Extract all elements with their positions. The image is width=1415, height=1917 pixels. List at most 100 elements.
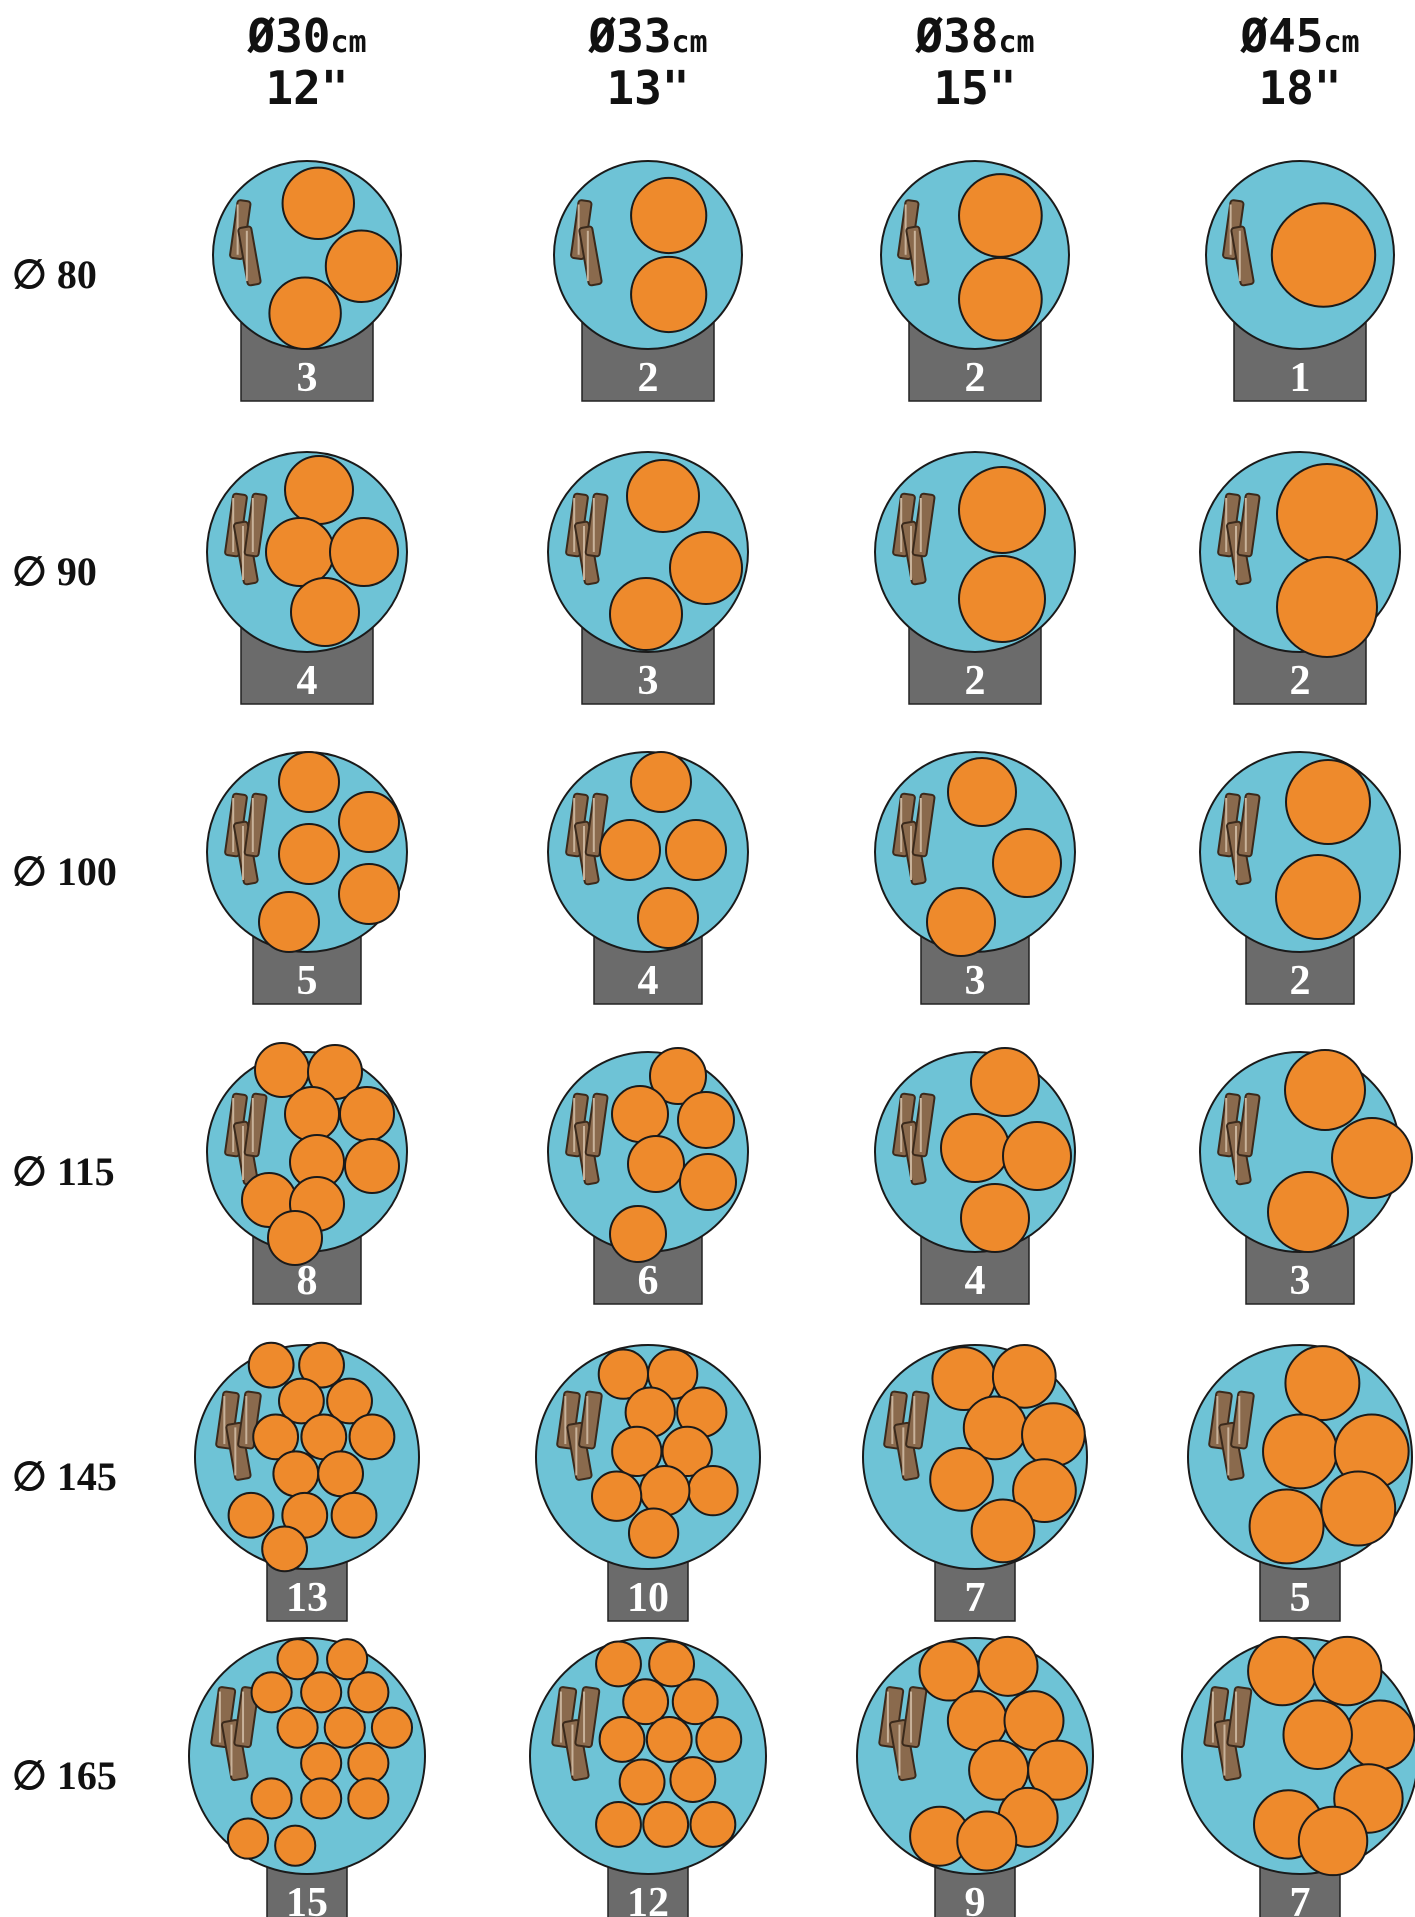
pizza-count-label: 5 [1290,1575,1311,1621]
pizza-mark [285,1087,339,1141]
oven-cell: 4 [875,1048,1075,1304]
row-label-oven-size: ∅ 145 [12,1454,117,1499]
oven-cell: 10 [536,1345,760,1621]
pizza-mark [971,1048,1039,1116]
pizza-mark [631,752,691,812]
pizza-mark [600,820,660,880]
oven-cell: 3 [213,161,401,401]
column-header-metric: Ø30cm [246,9,366,63]
pizza-mark [948,758,1016,826]
pizza-mark [1250,1489,1324,1563]
oven-cell: 13 [195,1343,419,1621]
pizza-mark [596,1642,641,1687]
pizza-mark [228,1819,268,1859]
pizza-mark [1022,1403,1085,1466]
pizza-mark [1248,1637,1316,1705]
pizza-mark [620,1760,665,1805]
pizza-mark [628,1136,684,1192]
pizza-mark [283,168,354,239]
pizza-mark [326,231,397,302]
oven-cell: 4 [207,452,407,704]
pizza-mark [278,1708,318,1748]
oven-cell: 5 [1188,1345,1412,1621]
pizza-mark [930,1448,993,1511]
row-label-oven-size: ∅ 90 [12,549,97,594]
pizza-mark [610,1206,666,1262]
pizza-mark [961,1184,1029,1252]
pizza-mark [1346,1701,1414,1769]
pizza-mark [647,1717,692,1762]
pizza-mark [372,1708,412,1748]
pizza-count-label: 7 [965,1575,986,1621]
oven-cell: 12 [530,1638,766,1917]
pizza-mark [993,829,1061,897]
oven-cell: 9 [857,1637,1093,1917]
pizza-count-label: 4 [638,958,659,1004]
oven-cell: 2 [875,452,1075,704]
column-header-inch: 13" [606,61,689,115]
pizza-mark [229,1493,274,1538]
pizza-mark [339,864,399,924]
column-header-diameter: Ø33 [587,9,671,63]
pizza-mark [1277,557,1377,657]
pizza-mark [268,1211,322,1265]
pizza-mark [592,1472,641,1521]
oven-cell: 2 [554,161,742,401]
column-header-metric: Ø38cm [914,9,1034,63]
pizza-mark [339,792,399,852]
row-label-oven-size: ∅ 165 [12,1753,117,1798]
row-label-oven-size: ∅ 100 [12,849,117,894]
column-header-metric: Ø33cm [587,9,707,63]
pizza-mark [285,456,353,524]
column-header-unit: cm [998,25,1034,60]
oven-cell: 2 [881,161,1069,401]
pizza-mark [959,174,1042,257]
pizza-mark [301,1778,341,1818]
pizza-mark [332,1493,377,1538]
oven-cell: 2 [1200,752,1400,1004]
pizza-mark [1003,1122,1071,1190]
pizza-mark [279,752,339,812]
pizza-count-label: 12 [627,1880,669,1917]
column-header-unit: cm [330,25,366,60]
pizza-mark [649,1642,694,1687]
pizza-count-label: 8 [297,1258,318,1304]
pizza-mark [643,1802,688,1847]
pizza-mark [600,1717,645,1762]
pizza-mark [1313,1637,1381,1705]
oven-cell: 5 [207,752,407,1004]
pizza-mark [318,1451,363,1496]
column-header-diameter: Ø30 [246,9,330,63]
oven-cell: 1 [1206,161,1394,401]
pizza-mark [345,1139,399,1193]
column-header-inch: 15" [933,61,1016,115]
pizza-count-label: 3 [638,658,659,704]
pizza-mark [670,532,742,604]
pizza-mark [690,1802,735,1847]
pizza-mark [269,278,340,349]
pizza-mark [252,1778,292,1818]
column-header-inch: 18" [1258,61,1341,115]
pizza-mark [273,1451,318,1496]
pizza-count-label: 6 [638,1258,659,1304]
pizza-mark [972,1500,1035,1563]
pizza-count-label: 4 [965,1258,986,1304]
oven-cell: 4 [548,752,748,1004]
pizza-count-label: 15 [286,1880,328,1917]
pizza-mark [979,1637,1038,1696]
pizza-mark [348,1743,388,1783]
pizza-mark [249,1343,294,1388]
oven-cell: 7 [863,1345,1087,1621]
pizza-mark [631,178,706,253]
pizza-mark [348,1778,388,1818]
pizza-mark [957,1811,1016,1870]
pizza-mark [596,1802,641,1847]
pizza-mark [348,1672,388,1712]
pizza-mark [959,467,1045,553]
pizza-count-label: 3 [297,355,318,401]
pizza-mark [610,578,682,650]
pizza-mark [1277,464,1377,564]
pizza-count-label: 9 [965,1880,986,1917]
pizza-mark [340,1087,394,1141]
